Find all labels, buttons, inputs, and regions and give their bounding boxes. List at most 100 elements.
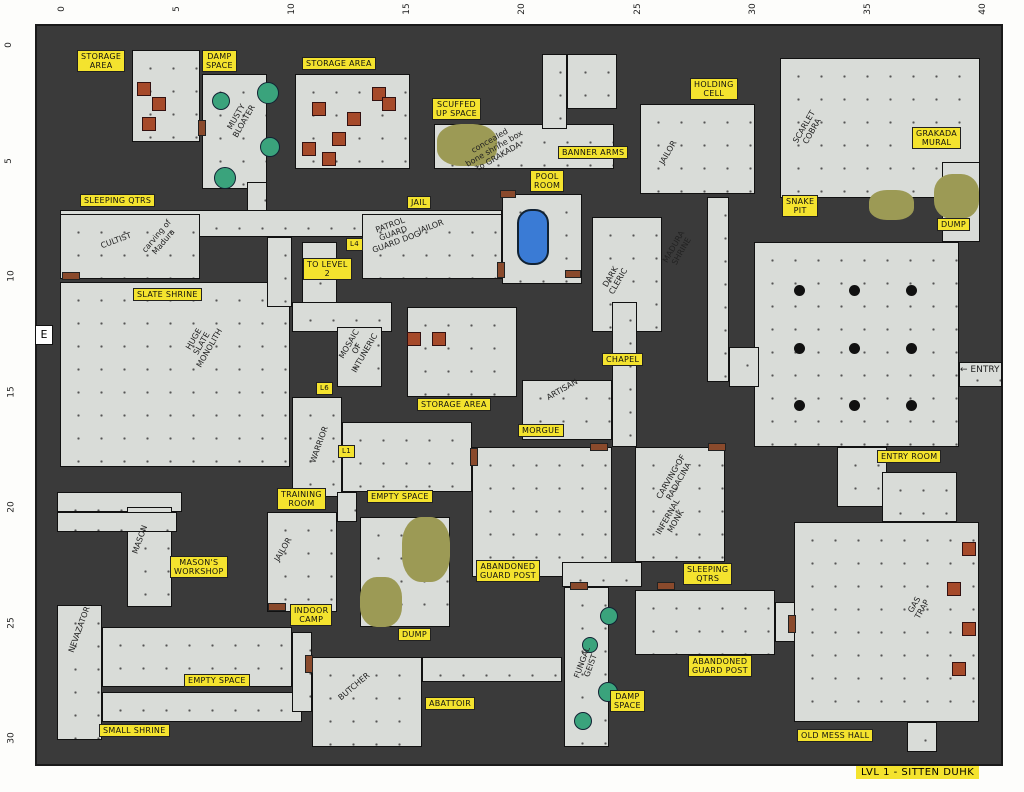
- floor-area: [612, 302, 637, 447]
- room-label: MORGUE: [518, 424, 564, 437]
- floor-area: [337, 327, 382, 387]
- crate-icon: [407, 332, 421, 346]
- floor-area: [407, 307, 517, 397]
- floor-area: [292, 632, 312, 712]
- fungus-icon: [574, 712, 592, 730]
- door-icon[interactable]: [268, 603, 286, 611]
- grid-y-tick: 20: [6, 501, 17, 513]
- crate-icon: [382, 97, 396, 111]
- pillar-icon: [794, 343, 805, 354]
- door-icon[interactable]: [305, 655, 313, 673]
- room-label: ABATTOIR: [425, 697, 476, 710]
- floor-area: [640, 104, 755, 194]
- door-icon[interactable]: [570, 582, 588, 590]
- crate-icon: [332, 132, 346, 146]
- grid-y-tick: 10: [6, 270, 17, 282]
- pillar-icon: [906, 343, 917, 354]
- room-label: EMPTY SPACE: [367, 490, 433, 503]
- pillar-icon: [849, 343, 860, 354]
- grid-x-tick: 35: [862, 3, 873, 15]
- room-label: TO LEVEL 2: [303, 258, 352, 280]
- room-label: DAMP SPACE: [610, 690, 645, 712]
- room-label: GRAKADA MURAL: [912, 127, 962, 149]
- crate-icon: [962, 542, 976, 556]
- crate-icon: [962, 622, 976, 636]
- floor-area: [707, 197, 729, 382]
- door-icon[interactable]: [708, 443, 726, 451]
- door-icon[interactable]: [590, 443, 608, 451]
- door-icon[interactable]: [657, 582, 675, 590]
- room-label: JAIL: [407, 196, 431, 209]
- pillar-icon: [849, 400, 860, 411]
- floor-area: [362, 214, 502, 279]
- grid-y-tick: 30: [6, 732, 17, 744]
- room-label: SLATE SHRINE: [133, 288, 202, 301]
- grid-x-tick: 0: [57, 6, 67, 12]
- crate-icon: [152, 97, 166, 111]
- grid-y-tick: 15: [6, 385, 17, 398]
- room-label: DAMP SPACE: [202, 50, 237, 72]
- room-label: POOL ROOM: [530, 170, 565, 192]
- fungus-icon: [257, 82, 279, 104]
- map-title: LVL 1 - SITTEN DUHK: [856, 766, 980, 779]
- room-label: ABANDONED GUARD POST: [476, 560, 540, 582]
- pillar-icon: [794, 400, 805, 411]
- floor-area: [959, 362, 1002, 387]
- grid-y-tick: 5: [3, 157, 14, 164]
- floor-area: [522, 380, 612, 440]
- door-icon[interactable]: [788, 615, 796, 633]
- crate-icon: [137, 82, 151, 96]
- rubble-icon: [437, 124, 497, 166]
- floor-area: [907, 722, 937, 752]
- fungus-icon: [212, 92, 230, 110]
- door-icon[interactable]: [497, 262, 505, 278]
- floor-area: [102, 627, 292, 687]
- room-label: DUMP: [398, 628, 431, 641]
- room-label: SCUFFED UP SPACE: [432, 98, 481, 120]
- fungus-icon: [600, 607, 618, 625]
- floor-area: [267, 512, 337, 612]
- door-icon[interactable]: [565, 270, 581, 278]
- floor-area: [57, 605, 102, 740]
- room-label: SLEEPING QTRS: [80, 194, 156, 207]
- floor-area: [60, 214, 200, 279]
- room-label: INDOOR CAMP: [290, 604, 333, 626]
- grid-x-tick: 25: [632, 3, 643, 15]
- stairs-marker-l4: L4: [346, 238, 363, 251]
- room-label: SLEEPING QTRS: [683, 563, 733, 585]
- grid-x-tick: 10: [287, 3, 298, 15]
- edge-marker-e: E: [35, 325, 53, 345]
- floor-area: [729, 347, 759, 387]
- floor-area: [422, 657, 562, 682]
- floor-area: [267, 237, 292, 307]
- fungus-icon: [260, 137, 280, 157]
- pillar-icon: [794, 285, 805, 296]
- floor-area: [635, 447, 725, 562]
- floor-area: [102, 692, 302, 722]
- crate-icon: [302, 142, 316, 156]
- door-icon[interactable]: [198, 120, 206, 136]
- room-label: OLD MESS HALL: [797, 729, 874, 742]
- door-icon[interactable]: [62, 272, 80, 280]
- door-icon[interactable]: [500, 190, 516, 198]
- floor-area: [202, 74, 267, 189]
- crate-icon: [312, 102, 326, 116]
- room-label: STORAGE AREA: [302, 57, 376, 70]
- room-label: MASON'S WORKSHOP: [170, 556, 228, 578]
- crate-icon: [347, 112, 361, 126]
- entry-label: ← ENTRY: [960, 365, 1000, 375]
- rubble-icon: [402, 517, 450, 582]
- grid-x-tick: 40: [977, 3, 988, 15]
- crate-icon: [432, 332, 446, 346]
- door-icon[interactable]: [470, 448, 478, 466]
- floor-area: [754, 242, 959, 447]
- grid-y-tick: 25: [6, 616, 17, 629]
- pillar-icon: [849, 285, 860, 296]
- crate-icon: [142, 117, 156, 131]
- pool-icon: [517, 209, 549, 265]
- floor-area: [312, 657, 422, 747]
- floor-area: [562, 562, 642, 587]
- room-label: ABANDONED GUARD POST: [688, 655, 752, 677]
- floor-area: [567, 54, 617, 109]
- floor-area: [57, 512, 177, 532]
